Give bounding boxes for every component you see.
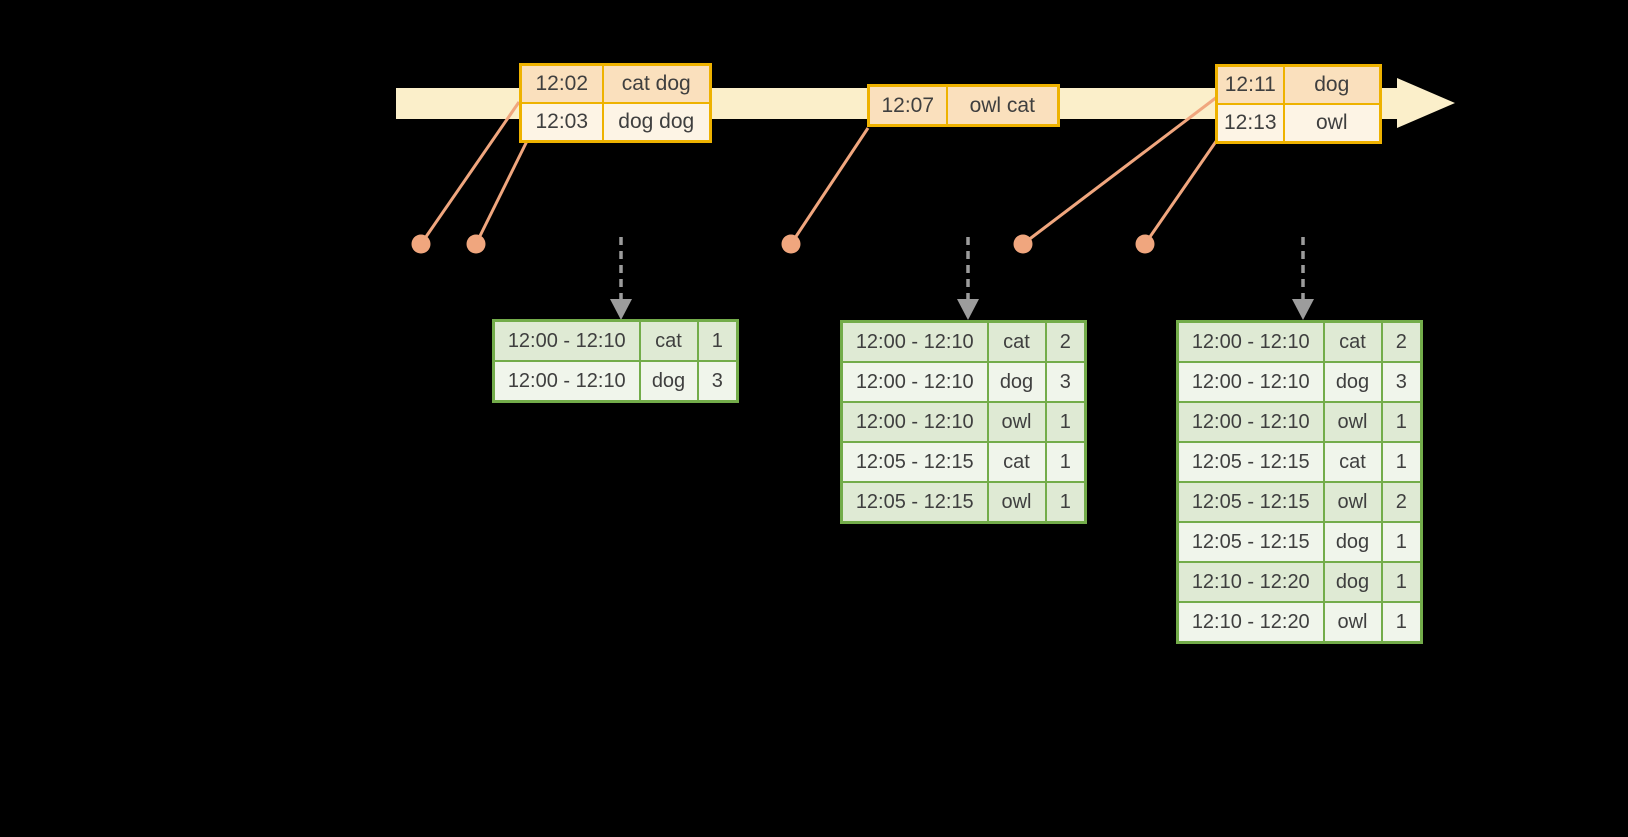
event-connector-line <box>1143 139 1219 245</box>
event-connector-line <box>419 101 521 245</box>
count-cell: 1 <box>1380 521 1423 563</box>
event-connector-line <box>1022 95 1218 246</box>
word-cell: cat <box>986 320 1047 363</box>
count-cell: 1 <box>1044 441 1087 483</box>
event-connector-line <box>474 138 530 245</box>
count-cell: 1 <box>1380 561 1423 603</box>
event-timeline-arrowhead-icon <box>1397 78 1455 128</box>
word-cell: owl <box>1322 481 1383 523</box>
count-cell: 3 <box>1380 361 1423 403</box>
event-marker-dot <box>1135 234 1155 254</box>
window-cell: 12:05 - 12:15 <box>1176 521 1325 563</box>
window-cell: 12:10 - 12:20 <box>1176 601 1325 644</box>
event-words-cell: dog dog <box>601 102 712 143</box>
window-cell: 12:00 - 12:10 <box>840 320 989 363</box>
event-connector-line <box>789 127 870 245</box>
word-cell: cat <box>1322 320 1383 363</box>
word-cell: cat <box>638 319 699 362</box>
count-cell: 1 <box>1380 601 1423 644</box>
trigger-arrowhead-icon <box>957 299 979 320</box>
event-time-cell: 12:02 <box>519 63 604 104</box>
event-words-cell: cat dog <box>601 63 712 104</box>
word-cell: dog <box>1322 561 1383 603</box>
event-words-cell: dog <box>1282 64 1382 105</box>
word-cell: dog <box>1322 361 1383 403</box>
count-cell: 2 <box>1380 481 1423 523</box>
word-cell: dog <box>1322 521 1383 563</box>
event-time-cell: 12:13 <box>1215 103 1285 144</box>
window-cell: 12:00 - 12:10 <box>492 319 641 362</box>
window-cell: 12:05 - 12:15 <box>1176 441 1325 483</box>
window-cell: 12:05 - 12:15 <box>1176 481 1325 523</box>
event-words-cell: owl cat <box>945 84 1060 127</box>
word-cell: cat <box>1322 441 1383 483</box>
event-time-cell: 12:07 <box>867 84 948 127</box>
word-cell: owl <box>1322 601 1383 644</box>
window-cell: 12:00 - 12:10 <box>840 401 989 443</box>
event-marker-dot <box>781 234 801 254</box>
count-cell: 1 <box>1044 401 1087 443</box>
trigger-arrowhead-icon <box>610 299 632 320</box>
word-cell: dog <box>986 361 1047 403</box>
word-cell: owl <box>986 401 1047 443</box>
word-cell: dog <box>638 360 699 403</box>
window-cell: 12:00 - 12:10 <box>1176 361 1325 403</box>
count-cell: 1 <box>1380 401 1423 443</box>
window-cell: 12:05 - 12:15 <box>840 441 989 483</box>
window-cell: 12:00 - 12:10 <box>492 360 641 403</box>
window-cell: 12:10 - 12:20 <box>1176 561 1325 603</box>
window-cell: 12:05 - 12:15 <box>840 481 989 524</box>
count-cell: 2 <box>1044 320 1087 363</box>
count-cell: 3 <box>1044 361 1087 403</box>
window-cell: 12:00 - 12:10 <box>1176 320 1325 363</box>
event-marker-dot <box>466 234 486 254</box>
event-words-cell: owl <box>1282 103 1382 144</box>
word-cell: owl <box>1322 401 1383 443</box>
count-cell: 1 <box>1380 441 1423 483</box>
word-cell: cat <box>986 441 1047 483</box>
event-marker-dot <box>1013 234 1033 254</box>
event-marker-dot <box>411 234 431 254</box>
event-time-cell: 12:11 <box>1215 64 1285 105</box>
count-cell: 3 <box>696 360 739 403</box>
trigger-arrowhead-icon <box>1292 299 1314 320</box>
count-cell: 1 <box>1044 481 1087 524</box>
event-time-cell: 12:03 <box>519 102 604 143</box>
count-cell: 1 <box>696 319 739 362</box>
word-cell: owl <box>986 481 1047 524</box>
window-cell: 12:00 - 12:10 <box>840 361 989 403</box>
window-cell: 12:00 - 12:10 <box>1176 401 1325 443</box>
count-cell: 2 <box>1380 320 1423 363</box>
